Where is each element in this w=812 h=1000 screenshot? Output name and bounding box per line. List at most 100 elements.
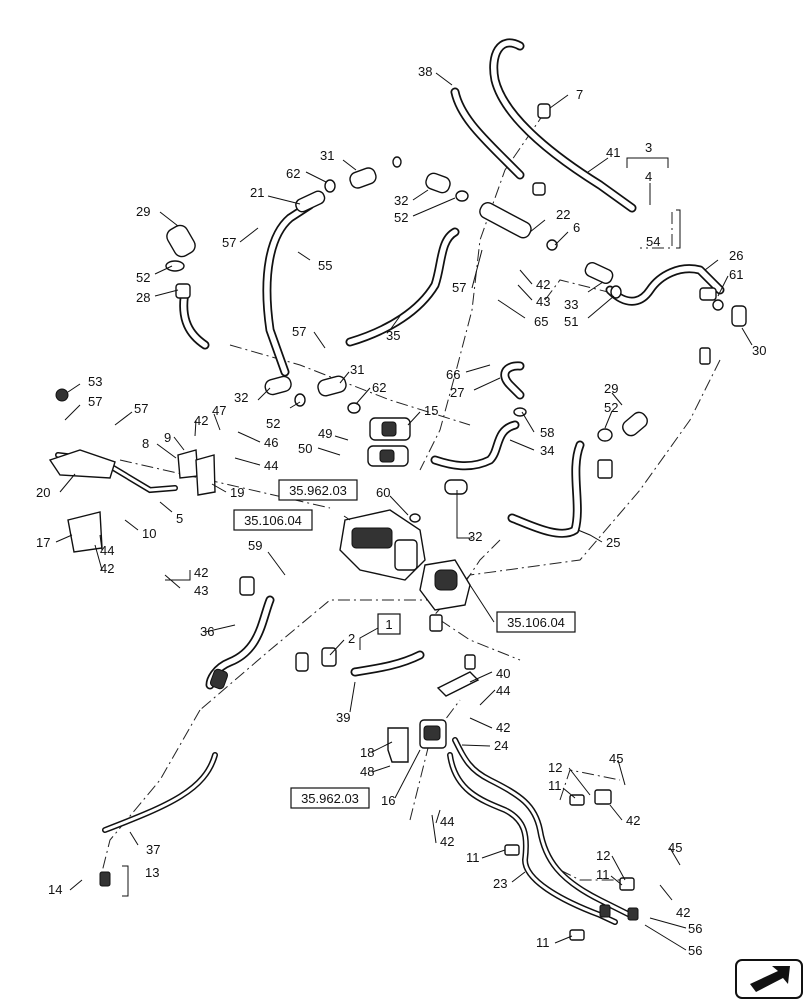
centerlines [99,111,721,881]
callout: 57 [222,235,236,250]
assembly-box [377,613,401,635]
callout: 17 [36,535,50,550]
callout: 49 [318,426,332,441]
callout: 42 [194,565,208,580]
callout: 31 [320,148,334,163]
assembly-callout: 1 [385,617,392,632]
callout: 42 [440,834,454,849]
callouts: 7 38 3 4 41 31 62 2 1 29 32 52 22 6 54 57… [36,64,766,958]
callout: 29 [136,204,150,219]
callout: 57 [292,324,306,339]
callout: 56 [688,943,702,958]
callout: 43 [194,583,208,598]
callout: 11 [536,935,550,950]
callout: 14 [48,882,62,897]
callout: 51 [564,314,578,329]
callout: 42 [676,905,690,920]
callout: 42 [100,561,114,576]
callout: 30 [752,343,766,358]
callout: 45 [668,840,682,855]
callout: 41 [606,145,620,160]
callout: 53 [88,374,102,389]
callout: 22 [556,207,570,222]
callout: 6 [573,220,580,235]
callout: 52 [136,270,150,285]
callout: 28 [136,290,150,305]
callout: 11 [548,778,562,793]
callout: 20 [36,485,50,500]
callout: 10 [142,526,156,541]
callout: 38 [418,64,432,79]
callout: 32 [234,390,248,405]
callout: 35 [386,328,400,343]
callout: 23 [493,876,507,891]
callout: 32 [468,529,482,544]
callout: 8 [142,436,149,451]
hoses [102,38,725,833]
callout: 12 [548,760,562,775]
callout: 50 [298,441,312,456]
callout: 46 [264,435,278,450]
callout: 7 [576,87,583,102]
callout: 54 [646,234,660,249]
callout: 52 [604,400,618,415]
nav-arrow-button[interactable] [735,959,803,999]
callout: 25 [606,535,620,550]
callout: 66 [446,367,460,382]
callout: 5 [176,511,183,526]
callout: 47 [212,403,226,418]
section-reference-text: 35.962.03 35.106.04 35.106.04 35.962.03 … [244,483,565,806]
callout: 33 [564,297,578,312]
callout: 37 [146,842,160,857]
callout: 42 [626,813,640,828]
section-ref-35-106-04[interactable]: 35.106.04 [507,615,565,630]
callout: 42 [536,277,550,292]
section-ref-box [278,479,358,501]
callout: 45 [609,751,623,766]
callout: 57 [88,394,102,409]
callout: 42 [496,720,510,735]
callout: 31 [350,362,364,377]
callout: 34 [540,443,554,458]
callout: 27 [450,385,464,400]
callout: 61 [729,267,743,282]
callout: 40 [496,666,510,681]
callout: 44 [100,543,114,558]
callout: 44 [440,814,454,829]
callout: 59 [248,538,262,553]
section-ref-35-962-03[interactable]: 35.962.03 [289,483,347,498]
arrow-icon [750,966,790,992]
callout: 3 [645,140,652,155]
callout: 26 [729,248,743,263]
section-ref-35-962-03[interactable]: 35.962.03 [301,791,359,806]
callout: 58 [540,425,554,440]
leader-lines [55,72,753,951]
section-ref-box [233,509,313,531]
callout: 12 [596,848,610,863]
callout: 52 [266,416,280,431]
callout: 36 [200,624,214,639]
section-ref-box [496,611,576,633]
callout: 9 [164,430,171,445]
callout: 13 [145,865,159,880]
callout: 44 [496,683,510,698]
callout: 4 [645,169,652,184]
callout: 57 [452,280,466,295]
section-ref-35-106-04[interactable]: 35.106.04 [244,513,302,528]
callout: 60 [376,485,390,500]
callout: 42 [194,413,208,428]
section-reference-boxes [233,479,576,809]
callout: 2 [348,631,355,646]
callout: 15 [424,403,438,418]
callout: 19 [230,485,244,500]
callout: 56 [688,921,702,936]
callout: 55 [318,258,332,273]
callout: 43 [536,294,550,309]
callout: 24 [494,738,508,753]
callout: 62 [286,166,300,181]
callout: 57 [134,401,148,416]
callout: 18 [360,745,374,760]
callout: 52 [394,210,408,225]
fittings [55,156,747,921]
